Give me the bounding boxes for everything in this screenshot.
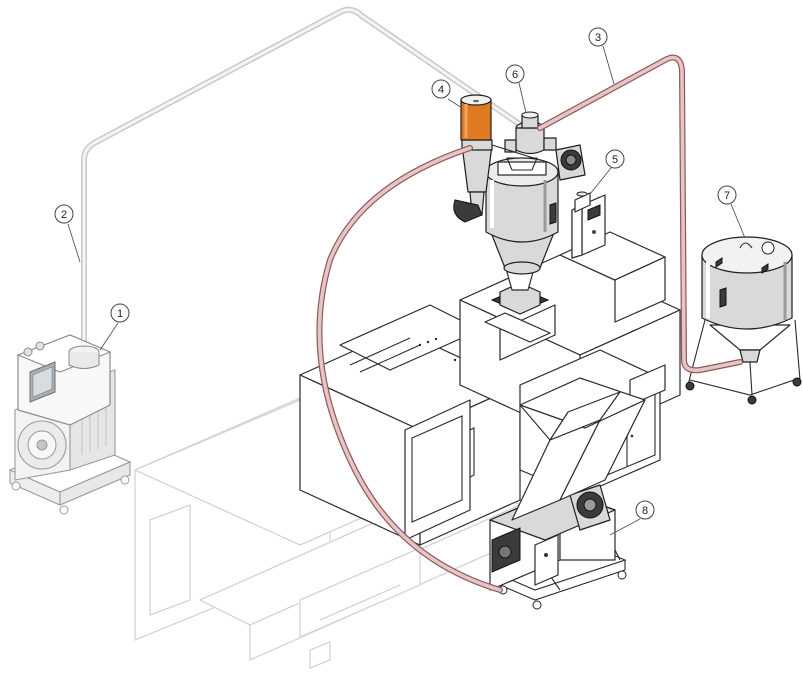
granulator-icon — [489, 377, 646, 610]
callout-8: 8 — [609, 500, 655, 536]
filter-icon — [453, 94, 541, 223]
callout-7: 7 — [717, 185, 746, 239]
callout-4: 4 — [431, 79, 463, 109]
control-panel-icon — [571, 191, 606, 259]
tank-icon — [685, 236, 802, 405]
callout-1: 1 — [99, 303, 130, 351]
callout-4-label: 4 — [438, 84, 444, 96]
callout-7-label: 7 — [724, 190, 730, 202]
callout-5: 5 — [589, 149, 625, 195]
vacuum-pump-icon — [8, 334, 132, 515]
hopper-icon — [485, 111, 586, 315]
callout-5-label: 5 — [612, 154, 618, 166]
callout-8-label: 8 — [642, 505, 648, 517]
callout-3: 3 — [588, 27, 615, 85]
injection-machine-body — [299, 231, 681, 546]
callout-2-label: 2 — [61, 209, 67, 221]
injection-machine-ghost — [134, 384, 521, 669]
hose-icon — [316, 54, 743, 593]
callout-1-label: 1 — [117, 308, 123, 320]
suction-line-pipe — [81, 6, 528, 348]
callout-6: 6 — [505, 64, 527, 114]
callout-3-label: 3 — [595, 32, 601, 44]
callout-6-label: 6 — [512, 69, 518, 81]
callout-2: 2 — [54, 204, 81, 263]
